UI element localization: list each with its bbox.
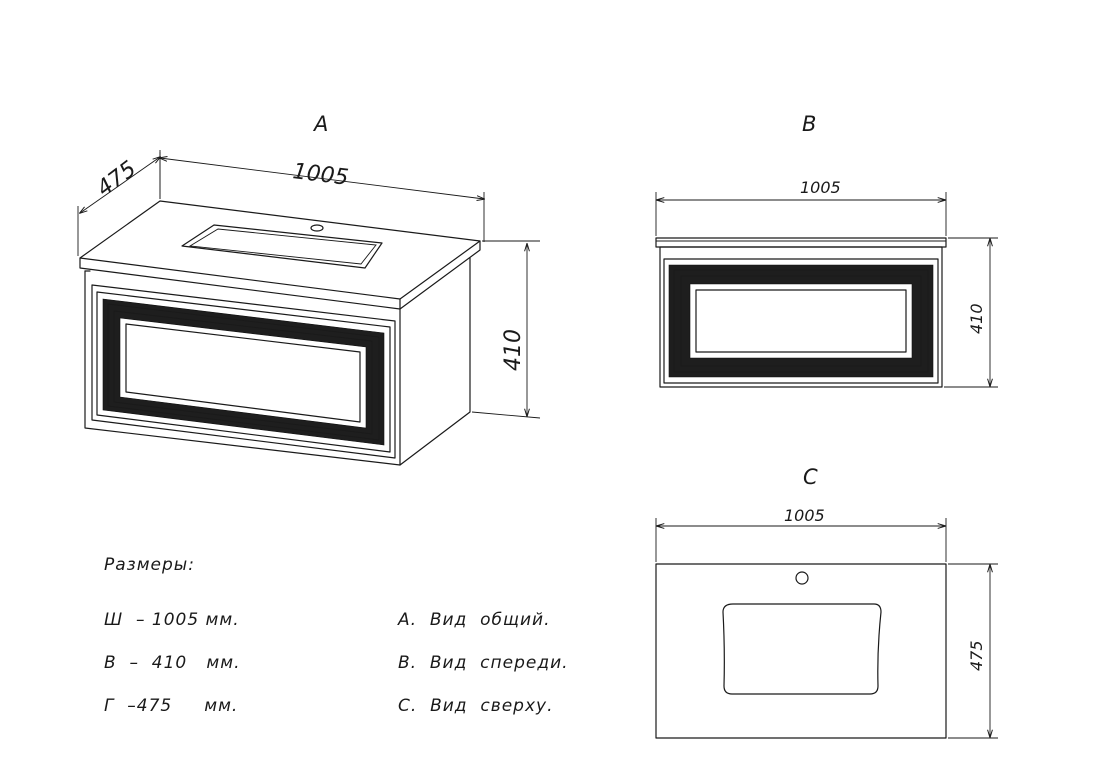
dimension-notes: Размеры: Ш – 1005 мм. В – 410 мм. Г –475… [104,555,569,716]
dim-a-width-line [160,158,484,199]
view-b-label: B [802,112,816,136]
dim-a-width: 1005 [291,159,350,191]
view-b-front: B 1005 410 [655,112,998,388]
top-countertop [655,563,947,739]
dim-a-height: 410 [501,329,526,371]
note-view-c: С. Вид сверху. [398,696,554,716]
drawer-front [91,284,396,459]
view-a-label: A [312,112,328,136]
drawer-moulding [102,298,385,446]
dim-b-width: 1005 [800,178,841,197]
note-width: Ш – 1005 мм. [104,610,240,630]
front-cabinet [659,246,943,388]
dim-b-height: 410 [967,303,986,334]
dim-a-depth: 475 [93,157,142,202]
cabinet-body [84,257,471,466]
view-a-isometric: A 1005 475 410 [77,112,541,466]
top-sink-basin [722,603,882,695]
tap-hole [310,224,324,232]
dim-c-depth: 475 [967,640,986,671]
note-view-a: А. Вид общий. [397,610,551,630]
dim-a-depth-line [80,157,160,213]
note-height: В – 410 мм. [104,653,241,673]
countertop-top [79,200,481,300]
front-countertop [655,237,947,248]
view-c-top: C 1005 475 [655,465,998,739]
note-depth: Г –475 мм. [104,696,238,716]
countertop-edge [79,240,481,310]
note-view-b: В. Вид спереди. [398,653,569,673]
dim-c-width: 1005 [784,506,825,525]
view-c-label: C [803,465,818,489]
notes-title: Размеры: [104,555,195,575]
top-tap-hole [795,571,809,585]
sink-basin [181,224,383,269]
front-moulding [668,264,934,378]
